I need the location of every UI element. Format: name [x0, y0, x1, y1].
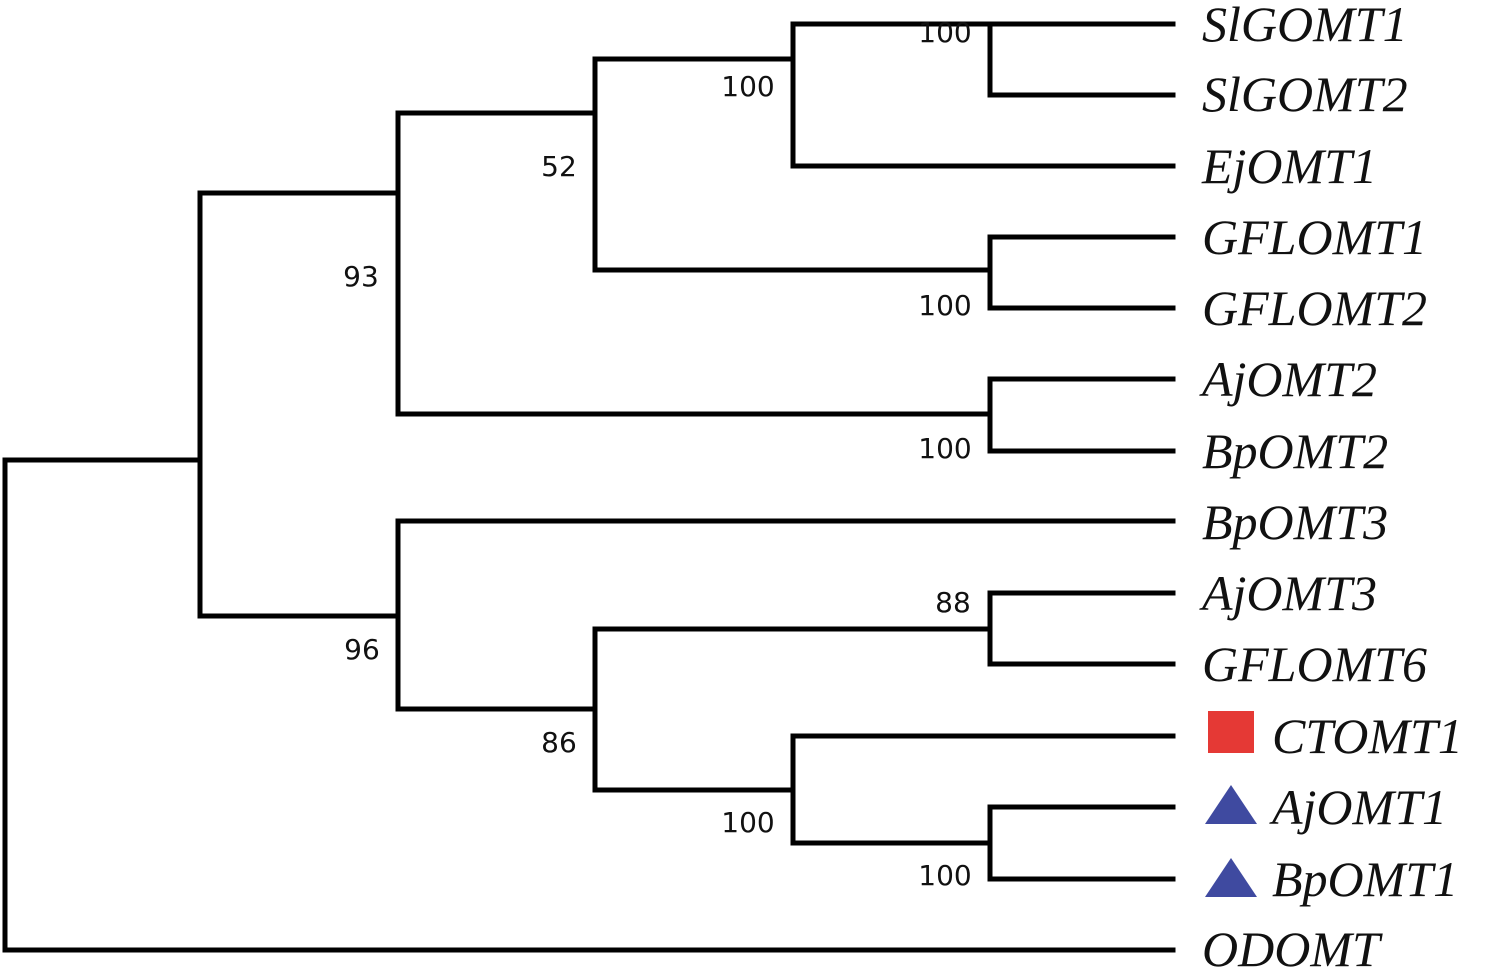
taxon-label-bpomt3: BpOMT3: [1202, 494, 1388, 550]
branch-node-ctomt: [790, 733, 1176, 846]
taxon-label-ajomt1: AjOMT1: [1269, 779, 1447, 835]
taxon-label-slgomt2: SlGOMT2: [1202, 66, 1408, 122]
branch-node-gflomt: [987, 234, 1176, 311]
branch-node-ajomt3-gflomt6: [987, 590, 1176, 667]
branch-node-ajomt1-bpomt1: [987, 804, 1176, 882]
taxon-label-bpomt1: BpOMT1: [1272, 851, 1458, 907]
bootstrap-label: 52: [541, 150, 577, 183]
taxon-label-ctomt1: CTOMT1: [1272, 708, 1463, 764]
bootstrap-label: 100: [721, 70, 774, 103]
blue-triangle-icon: [1205, 858, 1257, 897]
taxon-label-bpomt2: BpOMT2: [1202, 423, 1388, 479]
bootstrap-label: 100: [918, 859, 971, 892]
bootstrap-label: 88: [935, 586, 971, 619]
taxon-label-ajomt2: AjOMT2: [1199, 351, 1377, 407]
blue-triangle-icon: [1205, 785, 1257, 824]
branch-root: [2, 457, 1176, 953]
branch-node-96: [395, 518, 1176, 712]
bootstrap-label: 93: [343, 260, 379, 293]
taxon-label-gflomt6: GFLOMT6: [1202, 636, 1427, 692]
taxon-markers: [1205, 711, 1257, 897]
bootstrap-label: 100: [721, 806, 774, 839]
branch-node-slgomt: [987, 21, 1176, 98]
bootstrap-label: 100: [918, 432, 971, 465]
branch-node-93: [395, 110, 993, 417]
tree-branches: [2, 21, 1176, 953]
taxon-label-ajomt3: AjOMT3: [1199, 565, 1377, 621]
bootstrap-label: 100: [918, 16, 971, 49]
bootstrap-label: 100: [918, 289, 971, 322]
branch-node-86: [592, 626, 993, 793]
red-square-icon: [1208, 711, 1254, 753]
taxon-label-odomt: ODOMT: [1202, 921, 1383, 968]
bootstrap-label: 96: [344, 633, 380, 666]
taxon-label-ejomt1: EjOMT1: [1201, 138, 1377, 194]
bootstrap-label: 86: [541, 726, 577, 759]
bootstrap-values: 100 100 52 100 93 100 96 88 86 100 100: [343, 16, 972, 892]
branch-node-slgomt-ejomt: [790, 21, 1176, 169]
branch-node-main: [197, 190, 401, 619]
taxon-label-gflomt1: GFLOMT1: [1202, 209, 1427, 265]
taxon-label-slgomt1: SlGOMT1: [1202, 0, 1408, 52]
branch-node-ajomt2-bpomt2: [987, 376, 1176, 454]
taxon-label-gflomt2: GFLOMT2: [1202, 280, 1427, 336]
taxon-labels: SlGOMT1 SlGOMT2 EjOMT1 GFLOMT1 GFLOMT2 A…: [1199, 0, 1463, 968]
branch-node-52: [592, 56, 993, 273]
